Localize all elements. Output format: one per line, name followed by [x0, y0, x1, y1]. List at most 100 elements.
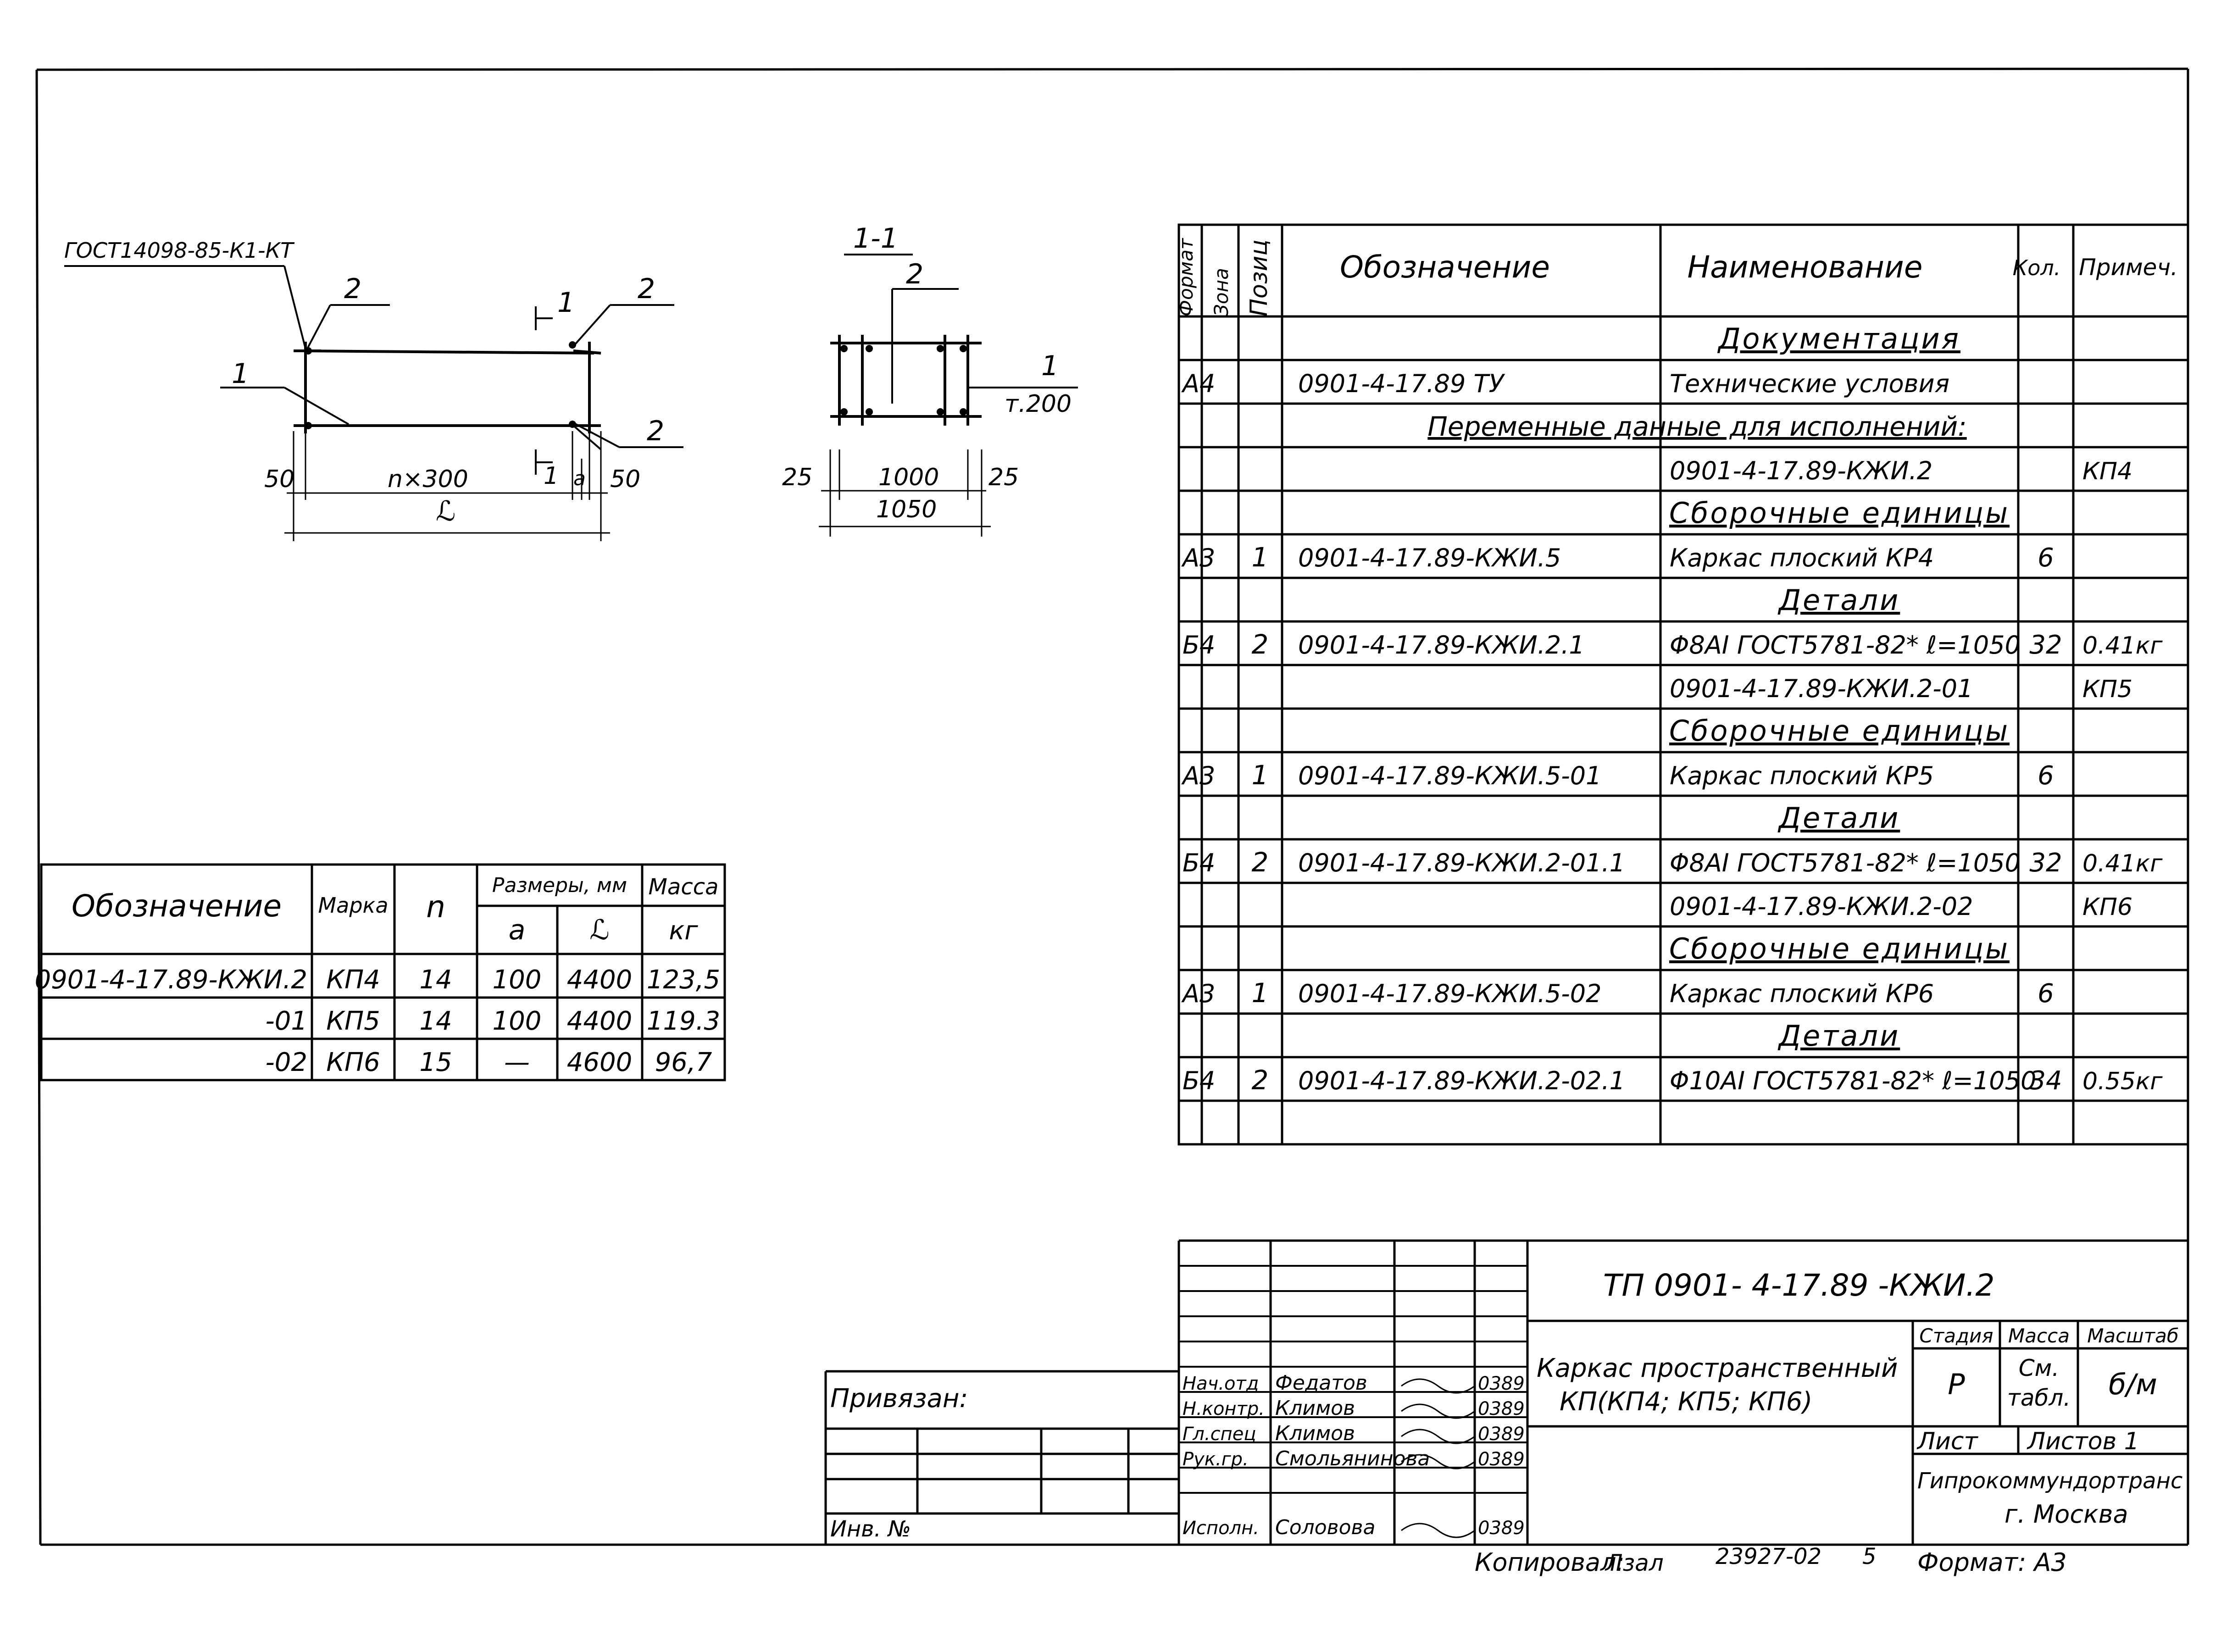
section-labels: 1-1 2 1 т.200 25 1000 25 1050: [782, 222, 1072, 523]
title-block: ТП 0901- 4-17.89 -КЖИ.2 Каркас пространс…: [830, 1268, 2182, 1577]
spec-row-designation: 0901-4-17.89-КЖИ.5-01: [1298, 761, 1601, 790]
section-dim-25-left: 25: [782, 464, 812, 491]
spec-header-format: Формат: [1175, 238, 1197, 316]
mark-row-n: 14: [419, 965, 452, 995]
spec-row-qty: 32: [2029, 630, 2062, 660]
signature-mark: [1401, 1429, 1475, 1444]
dim-L: ℒ: [436, 495, 455, 527]
signer-role: Н.контр.: [1183, 1398, 1265, 1419]
scale-value: б/м: [2109, 1368, 2157, 1401]
mark-table: Обозначение Марка n Размеры, мм a ℒ Масс…: [35, 874, 721, 1077]
leader-1: 1: [232, 358, 249, 390]
dim-n300: n×300: [388, 466, 468, 493]
spec-row-designation: 0901-4-17.89-КЖИ.2-02.1: [1298, 1066, 1625, 1095]
section-dim-25-right: 25: [988, 464, 1019, 491]
spec-row-heading: Детали: [1777, 583, 1900, 617]
dim-a: a: [573, 467, 586, 490]
signer-role: Гл.спец: [1183, 1424, 1256, 1445]
gost-label: ГОСТ14098-85-К1-КТ: [64, 238, 295, 263]
mark-table-grid: [40, 863, 726, 1081]
leader-2-bottom-right: 2: [647, 415, 664, 447]
section-leader-2: 2: [906, 258, 923, 290]
title-line-2: КП(КП4; КП5; КП6): [1560, 1387, 1812, 1417]
spec-row-name: Каркас плоский КР6: [1670, 979, 1934, 1008]
sheets-label: Листов 1: [2027, 1428, 2139, 1455]
spec-row-name: 0901-4-17.89-КЖИ.2-01: [1670, 674, 1973, 703]
spec-row-name: Φ8АI ГОСТ5781-82* ℓ=1050: [1670, 631, 2021, 660]
mark-row-mark: КП4: [326, 965, 380, 995]
mark-row-mark: КП5: [326, 1006, 380, 1036]
mark-row-a: 100: [493, 965, 542, 995]
dim-50-right: 50: [610, 466, 640, 493]
spec-headers: Формат Зона Позиц Обозначение Наименован…: [1175, 238, 2178, 316]
leader-2-top-right: 2: [638, 273, 655, 305]
mark-row-L: 4600: [567, 1048, 633, 1077]
signer-date: 0389: [1478, 1518, 1525, 1539]
mark-row-a: —: [504, 1048, 530, 1077]
spec-row-pos: 2: [1252, 847, 1269, 878]
spec-row-heading: Детали: [1777, 1019, 1900, 1053]
mark-row-designation: 0901-4-17.89-КЖИ.2: [35, 965, 307, 995]
spec-row-qty: 6: [2038, 543, 2054, 573]
leader-2-top-left: 2: [344, 273, 361, 305]
mark-row-n: 15: [419, 1048, 452, 1077]
section-t200: т.200: [1005, 390, 1072, 418]
page-number: 5: [1862, 1544, 1877, 1569]
sheet-label: Лист: [1916, 1428, 1978, 1455]
mark-row-L: 4400: [567, 965, 633, 995]
spec-row-format: А3: [1181, 543, 1215, 572]
signer-date: 0389: [1478, 1424, 1525, 1445]
mark-row-n: 14: [419, 1006, 452, 1036]
spec-header-note: Примеч.: [2079, 254, 2178, 281]
signer-date: 0389: [1478, 1449, 1525, 1470]
spec-row-qty: 6: [2038, 761, 2054, 791]
spec-row-format: А3: [1181, 761, 1215, 790]
spec-header-name: Наименование: [1688, 249, 1923, 285]
elevation-dimensions: [284, 431, 610, 541]
signature-mark: [1401, 1378, 1475, 1394]
spec-row-heading: Документация: [1717, 322, 1960, 355]
section-leader-1: 1: [1041, 350, 1059, 382]
mark-row-mass: 96,7: [655, 1048, 712, 1077]
spec-table-grid: [1177, 223, 2189, 1146]
spec-header-designation: Обозначение: [1340, 249, 1550, 285]
signer-rows: Нач.отд Федатов 0389 Н.контр. Климов 0389 Гл.с…: [1183, 1371, 1525, 1539]
mark-row-L: 4400: [567, 1006, 633, 1036]
section-mark-bottom: 1: [544, 462, 559, 490]
signature-mark: [1401, 1403, 1475, 1419]
signer-name: Смольянинова: [1275, 1447, 1430, 1470]
mark-header-mass-unit: кг: [669, 916, 698, 946]
dim-50-left: 50: [264, 466, 294, 493]
copied-by: Лзал: [1605, 1550, 1664, 1576]
stage-label: Стадия: [1919, 1325, 1993, 1347]
signer-name: Федатов: [1275, 1371, 1367, 1395]
signer-role: Рук.гр.: [1183, 1449, 1249, 1470]
spec-row-designation: 0901-4-17.89-КЖИ.2-01.1: [1298, 848, 1625, 877]
mass-value-1: См.: [2019, 1355, 2060, 1381]
spec-row-note: КП5: [2082, 676, 2132, 703]
signer-name: Климов: [1275, 1397, 1355, 1420]
section-title: 1-1: [853, 222, 898, 255]
section-leaders: [844, 254, 1078, 404]
spec-row-pos: 1: [1252, 759, 1269, 791]
signature-mark: [1401, 1523, 1475, 1538]
spec-row-name: Φ8АI ГОСТ5781-82* ℓ=1050: [1670, 848, 2021, 877]
spec-row-heading: Сборочные единицы: [1669, 496, 2010, 530]
spec-row-note: 0.55кг: [2082, 1068, 2163, 1095]
mark-header-mark: Марка: [318, 893, 388, 918]
spec-row-heading: Детали: [1777, 801, 1900, 835]
spec-row-format: Б4: [1183, 631, 1215, 660]
mark-row-designation: -02: [266, 1048, 307, 1077]
mark-header-a: a: [509, 914, 526, 946]
mark-header-designation: Обозначение: [72, 888, 282, 924]
org-name: Гипрокоммундортранс: [1917, 1468, 2182, 1494]
spec-row-pos: 1: [1252, 542, 1269, 573]
spec-row-pos: 1: [1252, 977, 1269, 1009]
mark-row-mass: 119.3: [647, 1006, 720, 1036]
signature-mark: [1401, 1454, 1475, 1469]
signer-role: Нач.отд: [1183, 1373, 1259, 1394]
